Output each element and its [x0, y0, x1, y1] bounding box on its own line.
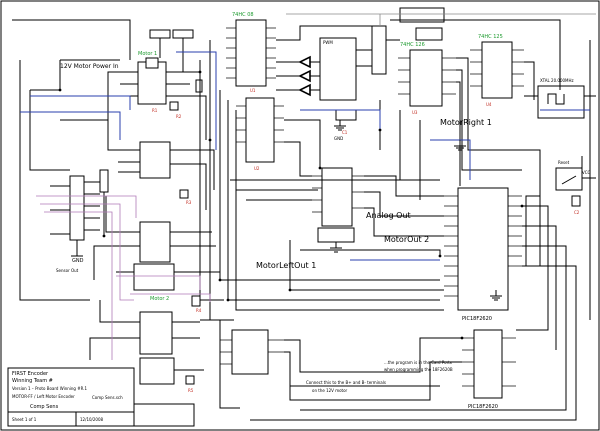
wiring-grey: [286, 13, 596, 26]
sheet-filename: Comp Sens.sch: [92, 395, 123, 400]
left-hbridge-low: [116, 221, 201, 307]
left-hbridge-bottom: [118, 311, 204, 385]
wiring-black: [12, 19, 591, 421]
title-line-3: Version 1 – Proto Board Winning #R.1: [12, 386, 87, 391]
motor-left-out-label: MotorLeftOut 1: [256, 261, 316, 270]
ic-74hc126-label: 74HC 126: [400, 42, 425, 48]
svg-text:R1: R1: [152, 108, 158, 113]
svg-text:R5: R5: [188, 388, 194, 393]
sheet-number: Sheet 1 of 1: [12, 417, 37, 422]
sensor-out-label: Sensor Out: [56, 268, 79, 273]
pic-microcontroller: [444, 187, 541, 311]
bottom-pic-header: [462, 329, 516, 399]
title-line-4: MOTOR-FF / Left Motor Encoder: [12, 394, 75, 399]
mosfet-1-label: Motor 1: [138, 51, 157, 57]
svg-text:U4: U4: [486, 102, 492, 107]
crystal-label: XTAL 20.000MHz: [540, 78, 574, 83]
motor-driver-block: [276, 25, 387, 121]
left-hbridge-top: [30, 29, 203, 111]
wiring-blue: [20, 51, 590, 261]
title-line-2: Winning Team #: [12, 378, 53, 384]
svg-text:C1: C1: [342, 130, 348, 135]
gnd-label-center: GND: [334, 136, 343, 141]
reset-label: Reset: [558, 160, 570, 165]
gnd-label-left: GND: [72, 258, 84, 264]
bottom-note-1: Connect this to the B+ and B- terminals: [306, 380, 386, 385]
reset-switch: [555, 156, 596, 207]
part-refs: R1 R2 R3 R4 R5 C1 C2 U1 U2 U3 U4: [152, 88, 580, 393]
svg-text:R2: R2: [176, 114, 182, 119]
program-note-2: when programming the 18F2620B: [384, 367, 453, 372]
pwm-label: PWM: [323, 40, 333, 45]
ic-74hc125: [470, 41, 524, 99]
wiring-pink: [36, 195, 211, 360]
svg-text:R4: R4: [196, 308, 202, 313]
motor-out-2-label: MotorOut 2: [384, 235, 429, 244]
svg-text:R3: R3: [186, 200, 192, 205]
mosfet-2-label: Motor 2: [150, 296, 169, 302]
ic-74hc08-top: [226, 19, 276, 87]
bottom-pic-label: PIC18F2620: [468, 404, 498, 410]
left-hbridge-mid: [99, 141, 196, 236]
program-note-1: ...the program is in the Card Ports: [384, 360, 452, 365]
motor-right-out-label: MotorRight 1: [440, 118, 492, 127]
title-line-5: Comp Sens: [30, 404, 59, 410]
bottom-note-2: on the 12V motor: [312, 388, 348, 393]
sheet-date: 12/10/2008: [80, 417, 104, 422]
bottom-left-connector: [220, 329, 284, 375]
junction-dots: [58, 70, 524, 340]
pic-label: PIC18F2620: [462, 316, 492, 322]
ic-74hc08-top-label: 74HC 08: [232, 12, 254, 18]
svg-text:U1: U1: [250, 88, 256, 93]
svg-text:C2: C2: [574, 210, 580, 215]
vcc-label-right: VCC: [582, 170, 591, 175]
svg-text:U2: U2: [254, 166, 260, 171]
power-in-label: 12V Motor Power In: [60, 63, 119, 70]
crystal-osc: [524, 85, 596, 119]
analog-ic: [312, 167, 364, 243]
ic-74hc125-label: 74HC 125: [478, 34, 503, 40]
title-line-1: FIRST Encoder: [12, 371, 49, 377]
ic-74hc08-mid: [236, 97, 284, 163]
ground-symbols: [330, 120, 502, 301]
svg-text:U3: U3: [412, 110, 418, 115]
ic-74hc126: [398, 7, 456, 107]
left-connector: [50, 175, 100, 257]
title-block: [7, 367, 195, 427]
